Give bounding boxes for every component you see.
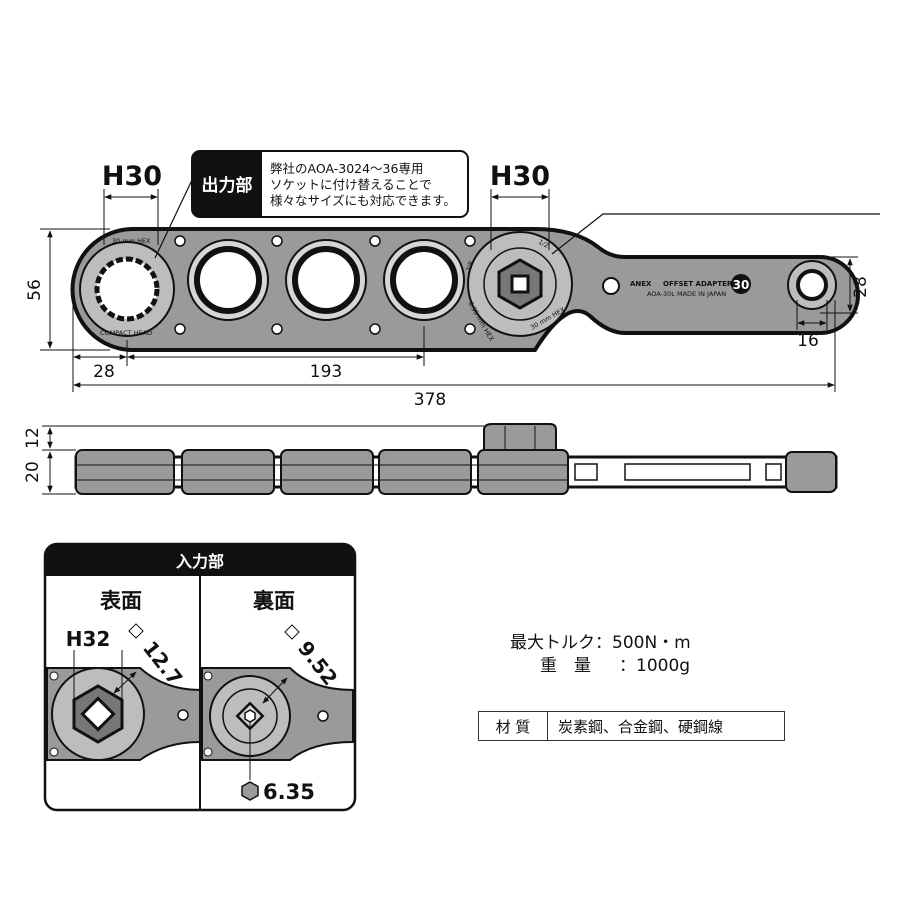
- input-panel: 入力部 表面 H32 12.7 裏面: [43, 542, 357, 812]
- callout-leader-right: [551, 213, 880, 255]
- storage-holes: [187, 239, 465, 321]
- side-hex-nut: [483, 423, 557, 451]
- dim-end-width: 16: [797, 331, 819, 351]
- twelve-point-socket: [94, 256, 160, 322]
- material-key: 材 質: [479, 712, 548, 740]
- material-table: 材 質 炭素鋼、合金鋼、硬鋼線: [478, 711, 785, 741]
- handle-hole: [602, 277, 620, 295]
- material-value: 炭素鋼、合金鋼、硬鋼線: [558, 717, 724, 736]
- input-ring-inner: [483, 247, 557, 321]
- dim-side-top: 12: [23, 427, 43, 449]
- storage-hole-2-inner: [292, 246, 360, 314]
- top-view: 30 mm HEX COMPACT HEAD 3/8 1/2 6.35 mm H…: [70, 179, 880, 352]
- pin-holes: [174, 235, 476, 335]
- spec-row: 最大トルク：500N・m: [510, 632, 691, 655]
- storage-hole-3-inner: [390, 246, 458, 314]
- head-mark-top: 30 mm HEX: [112, 237, 151, 245]
- input-square-drive: [510, 274, 530, 294]
- callout-title: 出力部: [202, 175, 253, 196]
- model-name: OFFSET ADAPTER: [663, 280, 733, 288]
- back-face: 裏面 9.52 6.35: [201, 589, 354, 804]
- spec-sep: ：: [619, 656, 636, 676]
- callout-leader-left: [154, 179, 193, 259]
- back-label: 裏面: [252, 589, 295, 613]
- side-view-dimensions: [42, 425, 484, 495]
- top-view-dimensions: [40, 228, 858, 392]
- model-code: AOA-30L MADE IN JAPAN: [647, 290, 726, 298]
- dim-left-offset: 28: [93, 362, 115, 382]
- front-face: 表面 H32 12.7: [46, 589, 201, 761]
- head-mark-bottom: COMPACT HEAD: [100, 329, 152, 337]
- ring-mark-a: 3/8: [464, 260, 475, 273]
- dim-end-height: 28: [851, 276, 871, 298]
- model-badge: [731, 274, 751, 294]
- spec-sep: ：: [595, 633, 612, 653]
- dim-pitch: 193: [310, 362, 342, 382]
- storage-hole-1-inner: [194, 246, 262, 314]
- dim-total: 378: [414, 390, 446, 410]
- side-view: [74, 423, 838, 495]
- input-panel-title: 入力部: [176, 552, 224, 571]
- left-socket-label: H30: [102, 161, 162, 192]
- callout-line-1: 弊社のAOA-3024〜36専用: [270, 161, 423, 176]
- callout-line-3: 様々なサイズにも対応できます。: [270, 193, 456, 208]
- spec-key: 最大トルク: [510, 633, 595, 653]
- spec-value: 500N・m: [612, 633, 691, 653]
- front-label: 表面: [100, 589, 142, 613]
- callout-line-2: ソケットに付け替えることで: [270, 177, 432, 192]
- callout-box: 出力部 弊社のAOA-3024〜36専用 ソケットに付け替えることで 様々なサイ…: [191, 150, 469, 218]
- dim-side-bottom: 20: [23, 461, 43, 483]
- brand-logo: ANEX: [630, 280, 652, 288]
- back-hex-label: 6.35: [263, 780, 315, 804]
- spec-key: 重 量: [540, 656, 591, 676]
- right-socket-label: H30: [490, 161, 550, 192]
- spec-value: 1000g: [636, 656, 691, 676]
- wrench-body: [70, 227, 860, 352]
- dim-height: 56: [25, 279, 45, 301]
- spec-row: 重 量 ：1000g: [510, 655, 691, 678]
- spec-list: 最大トルク：500N・m 重 量：1000g: [510, 632, 691, 678]
- model-badge-text: 30: [733, 278, 750, 292]
- end-socket: [796, 269, 828, 301]
- front-hex-label: H32: [66, 627, 111, 651]
